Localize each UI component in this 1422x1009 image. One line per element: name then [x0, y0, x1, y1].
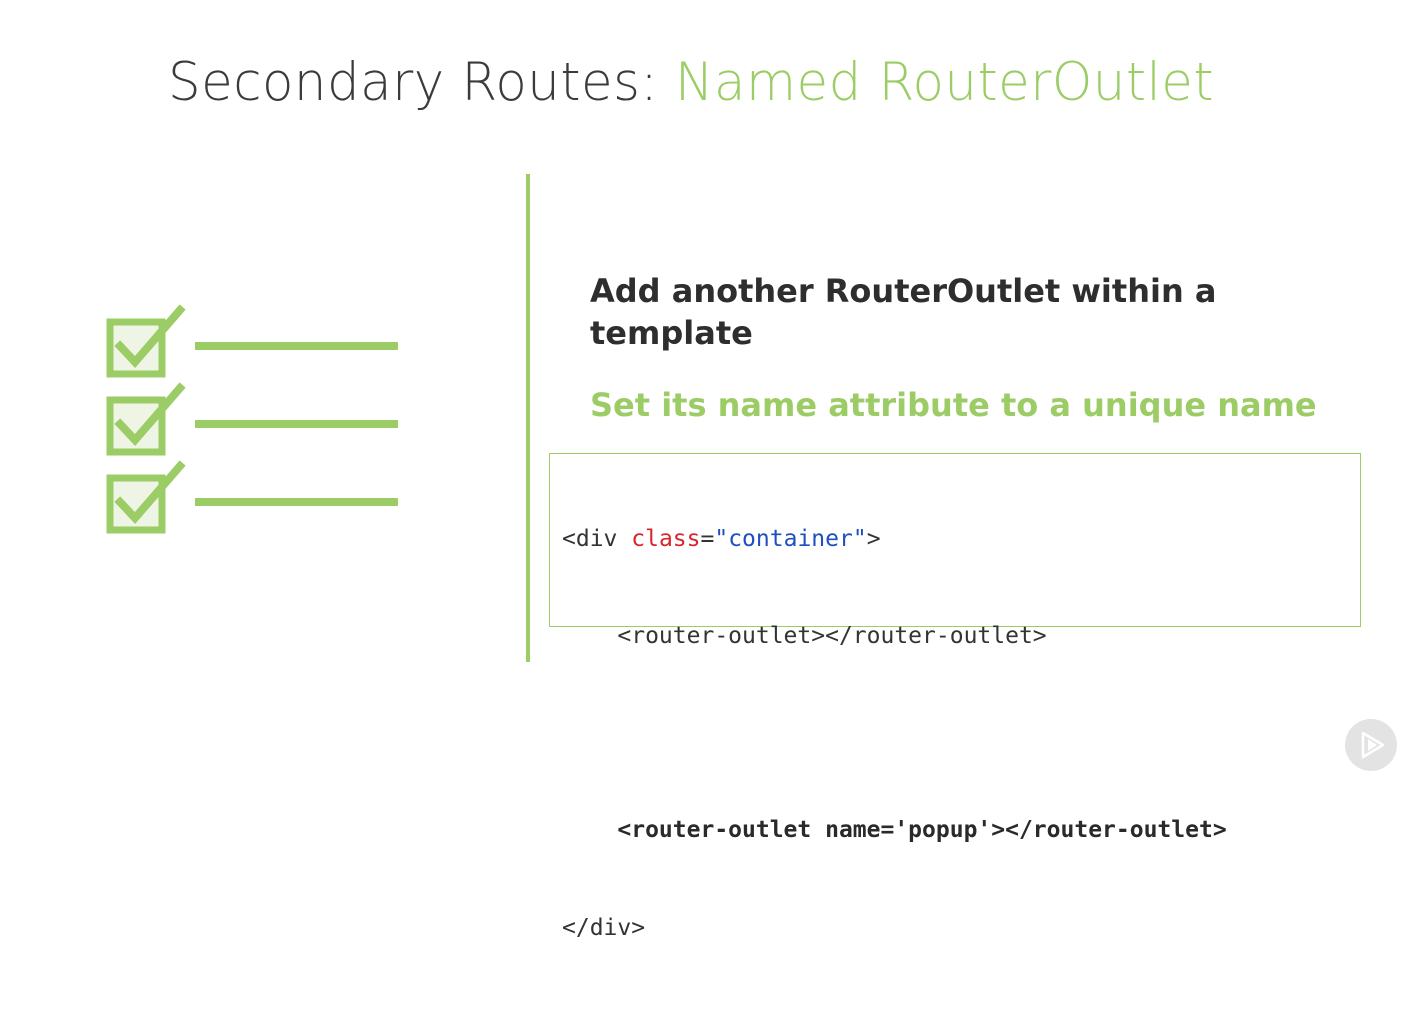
code-token: > [866, 525, 881, 552]
checklist-item [106, 304, 398, 378]
slide-title-main: Secondary Routes: [168, 52, 676, 113]
play-icon [1361, 731, 1385, 759]
code-token: = [700, 525, 715, 552]
checklist-icon [106, 304, 398, 534]
code-line-3 [562, 717, 1227, 749]
code-line-4: <router-outlet name='popup'></router-out… [562, 817, 1227, 844]
code-string: "container" [714, 525, 867, 552]
bullet-point-2: Set its name attribute to a unique name [590, 386, 1317, 424]
checklist-item [106, 382, 398, 456]
play-button[interactable] [1345, 719, 1397, 771]
checklist-item [106, 460, 398, 534]
code-line-5: </div> [562, 914, 646, 941]
slide-title-accent: Named RouterOutlet [675, 52, 1215, 113]
code-token: <div [562, 525, 632, 552]
slide-title: Secondary Routes: Named RouterOutlet [168, 52, 1214, 113]
bullet-point-1: Add another RouterOutlet within a templa… [590, 272, 1217, 352]
code-sample: <div class="container"> <router-outlet><… [549, 453, 1361, 941]
code-line-1: <div class="container"> [562, 523, 1227, 555]
code-attribute: class [631, 525, 701, 552]
vertical-divider [526, 174, 530, 662]
code-line-2: <router-outlet></router-outlet> [562, 623, 1047, 650]
code-block: <div class="container"> <router-outlet><… [562, 458, 1227, 1009]
